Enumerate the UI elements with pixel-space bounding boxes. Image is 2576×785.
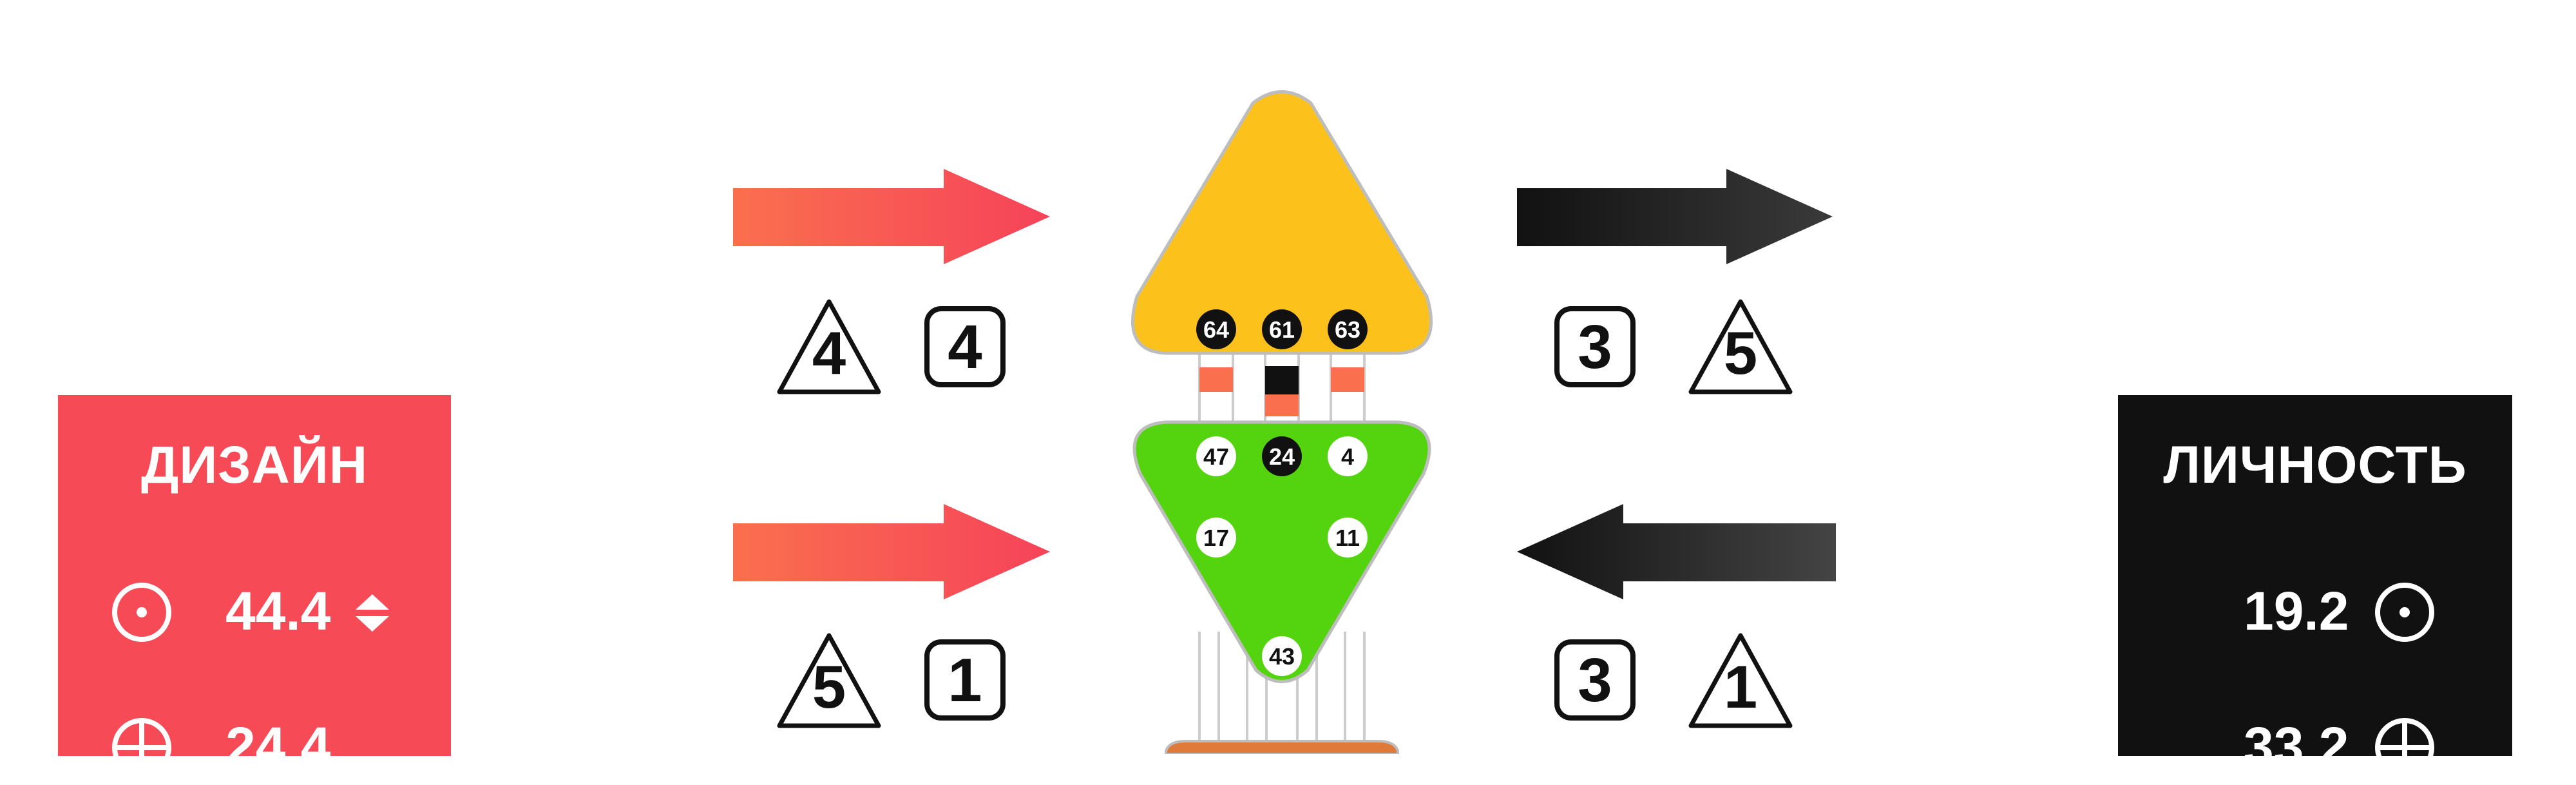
triangle-badge-bottom-right: 1 (1686, 630, 1795, 731)
gate-24: 24 (1269, 443, 1295, 470)
arrow-bottom-right (1517, 504, 1836, 599)
arrow-top-right (1517, 169, 1833, 264)
arrow-top-left (733, 169, 1050, 264)
circle-dot-icon (2375, 583, 2434, 642)
design-title: ДИЗАЙН (140, 436, 368, 494)
head-center (1131, 90, 1433, 355)
personality-title: ЛИЧНОСТЬ (2163, 436, 2467, 494)
ajna-gates: 47 24 4 17 11 43 (1196, 436, 1368, 676)
triangle-badge-top-left: 4 (774, 296, 884, 397)
personality-row-1: 19.2 (2118, 572, 2512, 650)
gate-43: 43 (1269, 643, 1295, 670)
sacral-center-top (1165, 740, 1399, 754)
arrow-bottom-left (733, 504, 1050, 599)
triangle-badge-bottom-left: 5 (774, 630, 884, 731)
gate-4: 4 (1341, 443, 1354, 470)
box-badge-top-right: 3 (1554, 306, 1636, 387)
gate-63: 63 (1335, 316, 1360, 343)
gate-64: 64 (1203, 316, 1229, 343)
box-badge-bottom-right: 3 (1554, 639, 1636, 721)
gate-11: 11 (1335, 525, 1360, 551)
design-row-1: 44.4 (58, 572, 451, 650)
design-panel: ДИЗАЙН 44.4 24.4 (58, 395, 451, 777)
gate-47: 47 (1203, 443, 1229, 470)
up-down-arrows-icon (356, 594, 389, 632)
box-badge-top-left: 4 (924, 306, 1006, 387)
personality-value-1: 19.2 (2244, 581, 2349, 641)
personality-panel: ЛИЧНОСТЬ 19.2 33.2 (2118, 395, 2512, 777)
gate-61: 61 (1269, 316, 1295, 343)
gate-17: 17 (1203, 525, 1229, 551)
head-gates: 64 61 63 (1196, 309, 1368, 349)
circle-dot-icon (112, 583, 171, 642)
box-badge-bottom-left: 1 (924, 639, 1006, 721)
triangle-badge-top-right: 5 (1686, 296, 1795, 397)
design-value-1: 44.4 (225, 581, 331, 641)
ajna-center (1132, 420, 1431, 683)
bodygraph: 64 61 63 47 24 4 17 11 43 (733, 90, 1836, 754)
